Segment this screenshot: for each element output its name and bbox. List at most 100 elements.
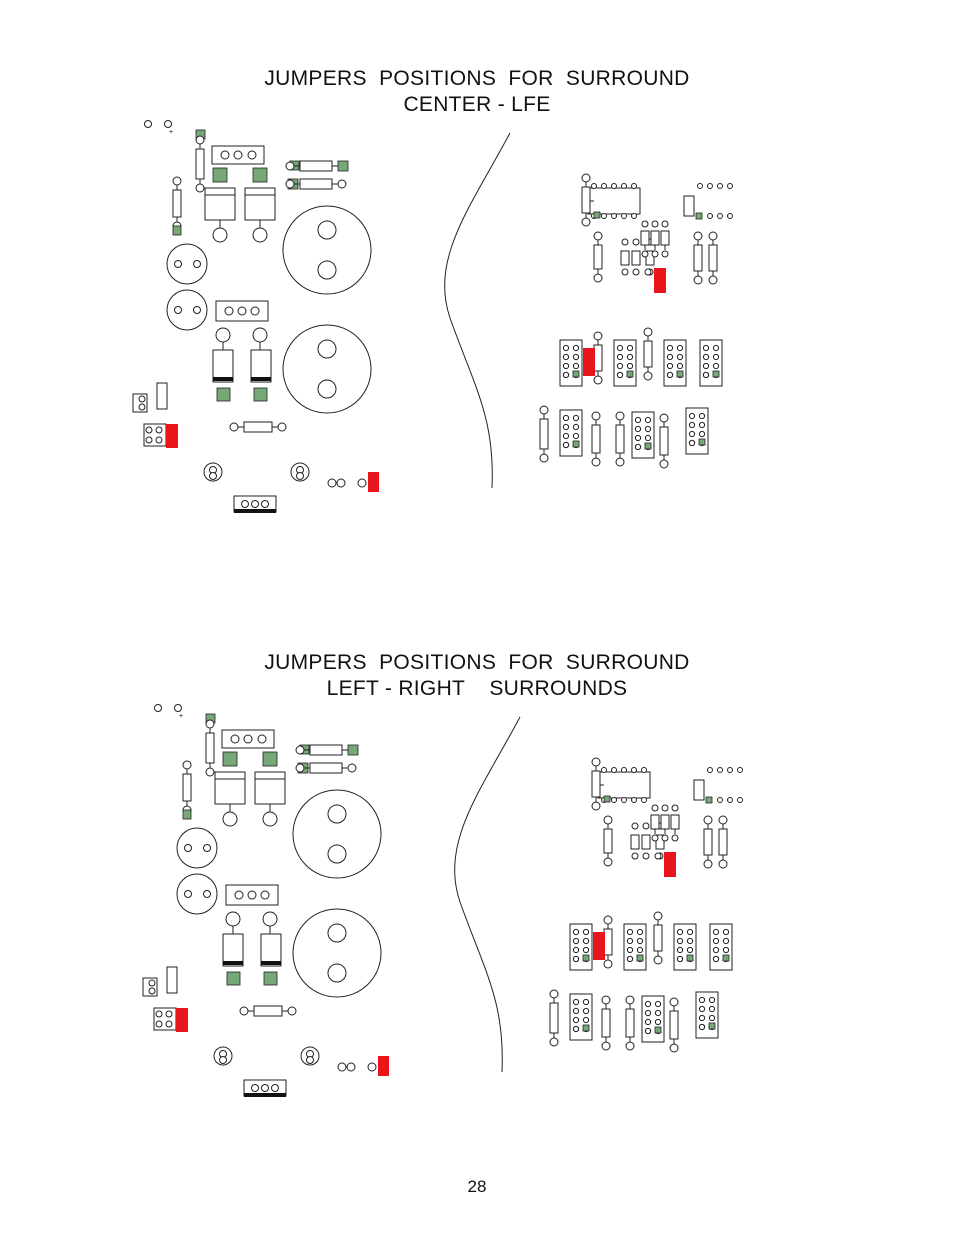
resistor bbox=[645, 250, 655, 266]
pad-hole bbox=[174, 704, 182, 712]
pad-hole bbox=[717, 767, 723, 773]
green-pad bbox=[695, 212, 703, 220]
pad-hole bbox=[234, 890, 244, 900]
pad-hole bbox=[336, 478, 346, 488]
pad-hole bbox=[601, 995, 611, 1005]
header-pin bbox=[702, 353, 710, 361]
header-pin bbox=[572, 937, 580, 945]
header-pin bbox=[644, 425, 652, 433]
header-pin bbox=[666, 353, 674, 361]
header-pin bbox=[572, 1016, 580, 1024]
pad-hole bbox=[651, 804, 659, 812]
green-pad bbox=[722, 954, 730, 962]
green-pad bbox=[676, 370, 684, 378]
pad-hole bbox=[737, 767, 743, 773]
resistor bbox=[631, 250, 641, 266]
green-pad bbox=[582, 1024, 590, 1032]
pad-hole bbox=[251, 500, 259, 508]
pad-hole bbox=[671, 804, 679, 812]
pad-hole bbox=[669, 1043, 679, 1053]
ic-chip bbox=[587, 187, 641, 215]
pad-hole bbox=[195, 135, 205, 145]
pad-hole bbox=[669, 997, 679, 1007]
capacitor bbox=[166, 243, 208, 285]
header-pin bbox=[712, 362, 720, 370]
pad-hole bbox=[631, 852, 639, 860]
header-pin bbox=[572, 955, 580, 963]
pad-hole bbox=[260, 890, 270, 900]
header-pin bbox=[644, 1000, 652, 1008]
header-pin bbox=[626, 353, 634, 361]
resistor bbox=[182, 773, 192, 802]
pad-hole bbox=[591, 801, 601, 811]
pad-hole bbox=[205, 767, 215, 777]
pad-hole bbox=[261, 500, 269, 508]
electrolytic-capacitor bbox=[282, 324, 372, 414]
header-pin bbox=[572, 928, 580, 936]
pad-hole bbox=[601, 183, 607, 189]
header-pin bbox=[572, 1025, 580, 1033]
pad-hole bbox=[661, 834, 669, 842]
green-pad bbox=[636, 954, 644, 962]
green-pad bbox=[172, 225, 182, 236]
pad-hole bbox=[184, 890, 192, 898]
header-pin bbox=[688, 430, 696, 438]
resistor bbox=[660, 230, 670, 246]
pad-hole bbox=[717, 183, 723, 189]
header-pin bbox=[572, 362, 580, 370]
header-pin bbox=[708, 996, 716, 1004]
pad-hole bbox=[593, 273, 603, 283]
header-pin bbox=[712, 353, 720, 361]
resistor bbox=[630, 834, 640, 850]
pad-hole bbox=[327, 963, 347, 983]
pad-hole bbox=[621, 213, 627, 219]
pad-hole bbox=[615, 411, 625, 421]
resistor bbox=[708, 244, 718, 272]
green-pad bbox=[686, 954, 694, 962]
header-pin bbox=[634, 434, 642, 442]
pad-hole bbox=[625, 995, 635, 1005]
pad-hole bbox=[174, 306, 182, 314]
crystal bbox=[166, 966, 178, 994]
header-pin bbox=[654, 1000, 662, 1008]
pad-hole bbox=[182, 760, 192, 770]
pad-hole bbox=[138, 403, 146, 411]
header-pin bbox=[712, 928, 720, 936]
transistor bbox=[204, 187, 236, 221]
pad-hole bbox=[661, 250, 669, 258]
pcb-diagram-center-lfe: + bbox=[132, 120, 733, 513]
pad-hole bbox=[591, 411, 601, 421]
pad-hole bbox=[203, 844, 211, 852]
diode bbox=[250, 349, 272, 383]
resistor bbox=[205, 732, 215, 764]
header-pin bbox=[562, 371, 570, 379]
pad-hole bbox=[707, 213, 713, 219]
green-pad bbox=[582, 954, 590, 962]
header-pin bbox=[644, 1018, 652, 1026]
header-pin bbox=[698, 430, 706, 438]
resistor bbox=[309, 762, 343, 774]
pad-hole bbox=[603, 959, 613, 969]
header-pin bbox=[666, 371, 674, 379]
pad-hole bbox=[271, 1084, 279, 1092]
pad-hole bbox=[707, 183, 713, 189]
header-pin bbox=[702, 371, 710, 379]
resistor bbox=[653, 924, 663, 952]
header-pin bbox=[626, 362, 634, 370]
pad-hole bbox=[718, 859, 728, 869]
pad-hole bbox=[247, 890, 257, 900]
pad-hole bbox=[659, 413, 669, 423]
header-pin bbox=[572, 998, 580, 1006]
pad-hole bbox=[671, 834, 679, 842]
pad-hole bbox=[145, 426, 153, 434]
pad-hole bbox=[285, 161, 295, 171]
header-pin bbox=[698, 996, 706, 1004]
electrolytic-capacitor bbox=[282, 205, 372, 295]
pad-hole bbox=[222, 811, 238, 827]
header-pin bbox=[626, 946, 634, 954]
pad-hole bbox=[581, 217, 591, 227]
resistor bbox=[655, 834, 665, 850]
pad-hole bbox=[615, 457, 625, 467]
pad-hole bbox=[737, 797, 743, 803]
title-line1: JUMPERS POSITIONS FOR SURROUND bbox=[264, 67, 690, 90]
